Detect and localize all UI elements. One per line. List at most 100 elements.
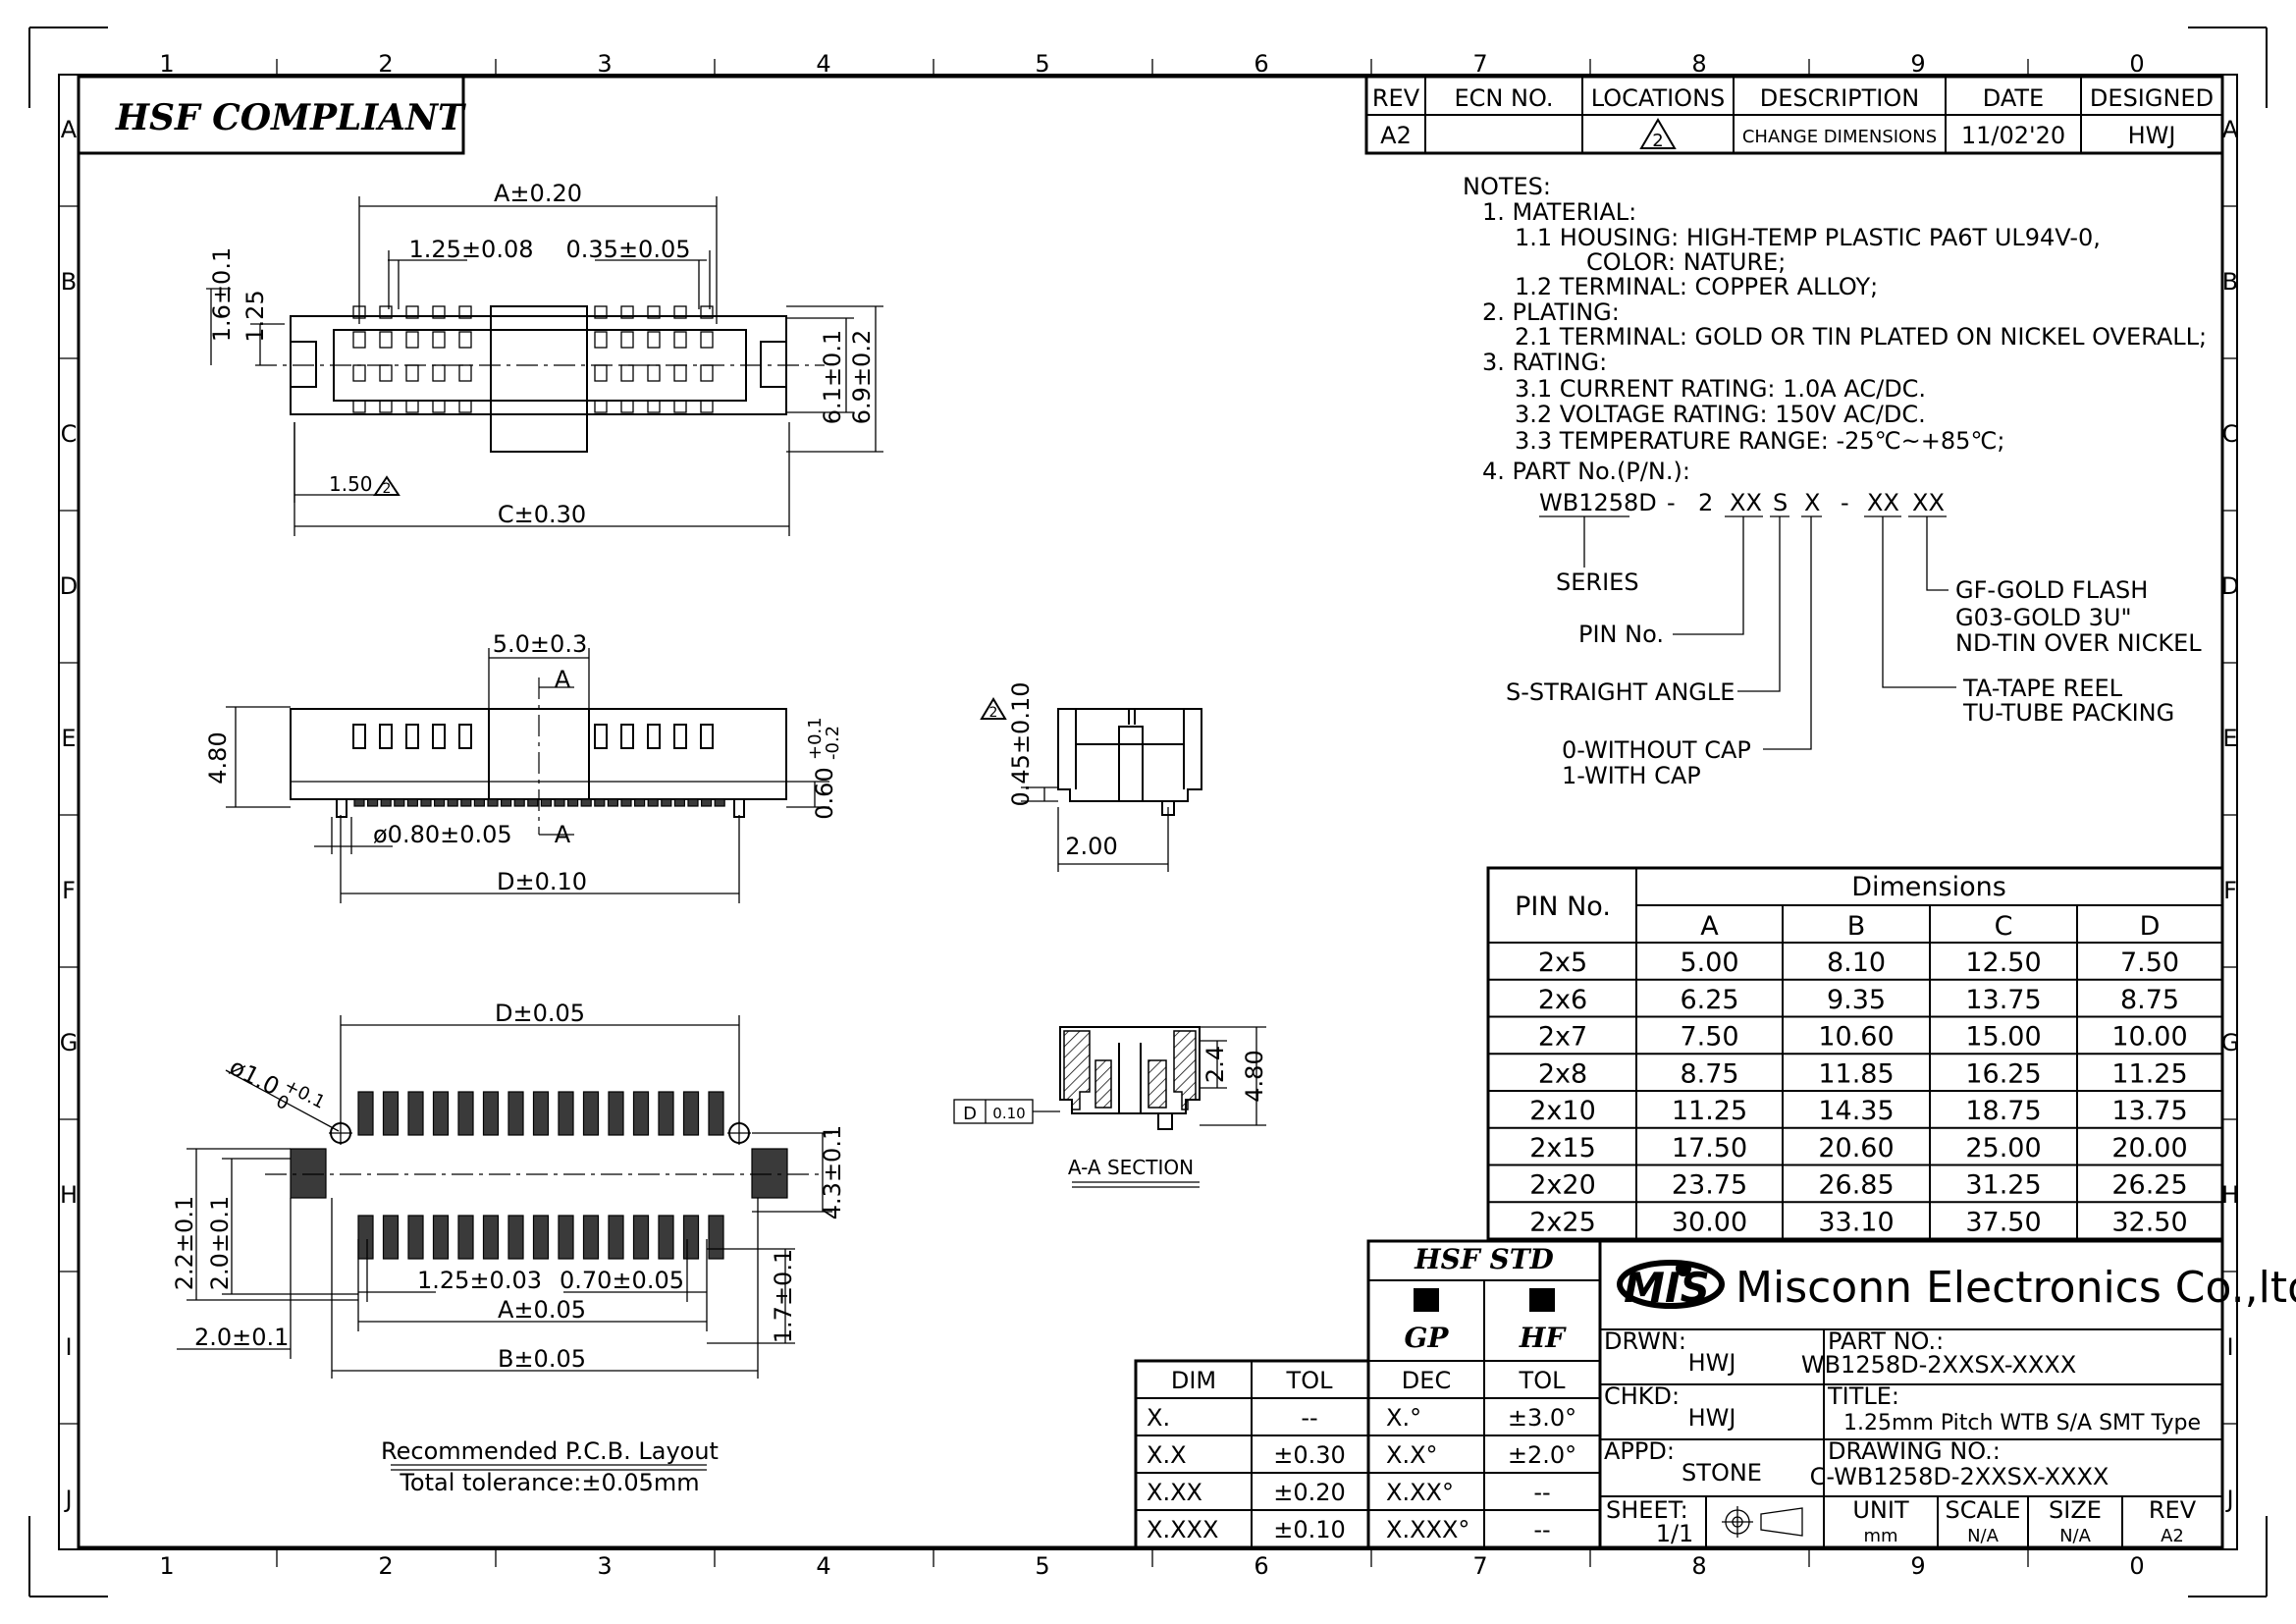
top-dim-width: 0.35±0.05 — [566, 236, 691, 263]
dims-value-cell: 30.00 — [1672, 1207, 1747, 1237]
terminal-pin — [647, 400, 661, 413]
dims-value-cell: 20.60 — [1818, 1133, 1894, 1164]
hsf-tol-cell: -- — [1533, 1516, 1550, 1543]
side-view: 0.45±0.10 2 2.00 — [980, 682, 1202, 872]
dims-value-cell: 25.00 — [1965, 1133, 2041, 1164]
chkd-label: CHKD: — [1604, 1382, 1680, 1410]
terminal-pin — [673, 364, 687, 382]
dims-col-header: D — [2140, 911, 2161, 942]
pcb-signal-pad — [432, 1091, 450, 1136]
note-line: 2.1 TERMINAL: GOLD OR TIN PLATED ON NICK… — [1515, 323, 2207, 351]
rev-header-locations: LOCATIONS — [1591, 84, 1726, 112]
terminal-slot — [405, 724, 419, 749]
terminal-foot — [501, 798, 512, 807]
rev-header-date: DATE — [1983, 84, 2044, 112]
pn-packing-2: TU-TUBE PACKING — [1962, 699, 2174, 727]
tol-value-cell: -- — [1301, 1404, 1317, 1432]
dims-pin-cell: 2x20 — [1529, 1170, 1596, 1201]
pcb-signal-pad — [558, 1091, 574, 1136]
dims-value-cell: 8.75 — [2120, 985, 2179, 1015]
hsf-header: DEC — [1402, 1367, 1451, 1394]
zone-col-label: 7 — [1472, 1552, 1487, 1580]
terminal-pin — [647, 331, 661, 349]
pcb-signal-pad — [457, 1091, 474, 1136]
dims-pin-cell: 2x6 — [1538, 985, 1587, 1015]
title-value: 1.25mm Pitch WTB S/A SMT Type — [1843, 1411, 2201, 1435]
pcb-signal-pad — [558, 1215, 574, 1260]
hsf-tol-cell: ±3.0° — [1508, 1404, 1576, 1432]
terminal-pin — [620, 400, 634, 413]
zone-col-label: 9 — [1910, 1552, 1925, 1580]
title-block: MIS Misconn Electronics Co.,ltd. DRWN: H… — [1598, 1239, 2296, 1549]
gp-label: GP — [1405, 1322, 1450, 1354]
dims-value-cell: 6.25 — [1680, 985, 1738, 1015]
zone-row-label: D — [60, 572, 78, 600]
terminal-pin — [379, 305, 393, 319]
terminal-slot — [700, 724, 714, 749]
terminal-pin — [620, 364, 634, 382]
tol-header: TOL — [1286, 1367, 1334, 1394]
pcb-dim-2-0-h: 2.0±0.1 — [194, 1324, 289, 1351]
pn-angle-label: S-STRAIGHT ANGLE — [1506, 678, 1735, 706]
zone-row-label: F — [62, 877, 76, 904]
side-flag-icon: 2 — [980, 697, 1007, 721]
dims-value-cell: 10.00 — [2111, 1022, 2187, 1053]
section-dim-2-4: 2.4 — [1201, 1046, 1229, 1083]
dims-value-cell: 26.25 — [2111, 1170, 2187, 1201]
terminal-pin — [620, 331, 634, 349]
terminal-pin — [405, 305, 419, 319]
pn-packing-1: TA-TAPE REEL — [1962, 675, 2123, 702]
hsf-header: TOL — [1519, 1367, 1567, 1394]
pcb-dim-pitch: 1.25±0.03 — [417, 1267, 542, 1294]
zone-row-label: I — [65, 1333, 72, 1361]
pn-pin-code: XX — [1730, 489, 1762, 516]
pcb-caption: Recommended P.C.B. Layout — [381, 1437, 719, 1465]
top-flag-icon: 2 — [373, 475, 400, 497]
pcb-signal-pad — [382, 1091, 400, 1136]
note-line: COLOR: NATURE; — [1586, 248, 1786, 276]
terminal-pin — [379, 400, 393, 413]
zone-row-label: H — [2221, 1181, 2239, 1209]
zone-col-label: 4 — [816, 50, 830, 78]
flatness-value: 0.10 — [992, 1105, 1025, 1122]
tol-value-cell: ±0.10 — [1273, 1516, 1346, 1543]
rev-header-description: DESCRIPTION — [1760, 84, 1919, 112]
terminal-slot — [379, 724, 393, 749]
zone-col-label: 6 — [1254, 50, 1268, 78]
terminal-pin — [432, 331, 446, 349]
hsf-std-title: HSF STD — [1414, 1243, 1554, 1275]
size-value: N/A — [2059, 1526, 2092, 1546]
terminal-slot — [594, 724, 608, 749]
projection-symbol-icon — [1722, 1506, 1803, 1538]
terminal-pin — [458, 331, 472, 349]
note-line: 1.2 TERMINAL: COPPER ALLOY; — [1515, 273, 1878, 300]
pn-plating-3: ND-TIN OVER NICKEL — [1955, 629, 2202, 657]
top-dim-1-25: 1.25 — [241, 290, 269, 342]
rev-header-designed: DESIGNED — [2090, 84, 2214, 112]
terminal-pin — [405, 331, 419, 349]
terminal-pin — [700, 305, 714, 319]
pn-dash: - — [1841, 489, 1849, 516]
terminal-foot — [394, 798, 405, 807]
zone-col-label: 8 — [1691, 50, 1706, 78]
pcb-signal-pad — [507, 1215, 524, 1260]
appd-value: STONE — [1682, 1459, 1762, 1487]
guide-hole-icon — [329, 1121, 352, 1145]
svg-text:MIS: MIS — [1624, 1264, 1710, 1312]
top-dim-1-6: 1.6±0.1 — [208, 247, 236, 342]
rev-header-rev: REV — [1372, 84, 1420, 112]
zone-col-label: 5 — [1035, 50, 1049, 78]
terminal-pin — [594, 331, 608, 349]
terminal-pin — [700, 331, 714, 349]
terminal-pin — [352, 364, 366, 382]
dims-pin-header: PIN No. — [1515, 892, 1611, 922]
zone-col-label: 5 — [1035, 1552, 1049, 1580]
dims-value-cell: 31.25 — [1965, 1170, 2041, 1201]
company-name: Misconn Electronics Co.,ltd. — [1735, 1263, 2296, 1313]
terminal-pin — [432, 305, 446, 319]
pn-angle-code: S — [1773, 489, 1788, 516]
terminal-foot — [661, 798, 672, 807]
terminal-pin — [700, 400, 714, 413]
section-dim-4-80: 4.80 — [1241, 1050, 1268, 1102]
